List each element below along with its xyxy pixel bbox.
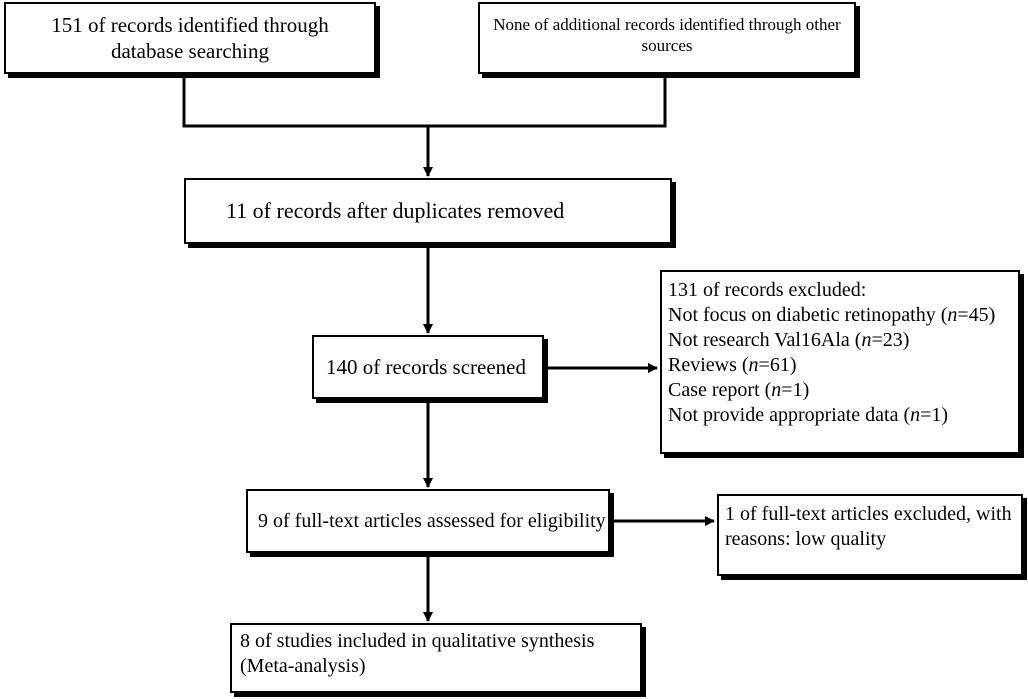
exclusion-reason: Not focus on diabetic retinopathy (n=45) [668,304,996,326]
records-after-duplicates-box: 11 of records after duplicates removed [184,178,672,244]
records-identified-additional-text: None of additional records identified th… [493,15,841,56]
exclusion-reason: Not provide appropriate data (n=1) [668,404,949,426]
records-identified-database-text: 151 of records identified through databa… [51,13,329,64]
fulltext-assessed-text: 9 of full-text articles assessed for eli… [258,509,606,532]
fulltext-excluded-box: 1 of full-text articles excluded, with r… [717,494,1023,576]
fulltext-excluded-line: 1 of full-text articles excluded, with [725,503,1012,525]
records-screened-box: 140 of records screened [312,335,544,399]
studies-included-subtext: (Meta-analysis) [240,655,366,677]
records-after-duplicates-text: 11 of records after duplicates removed [226,198,565,224]
records-identified-database-box: 151 of records identified through databa… [4,2,376,74]
fulltext-excluded-reason: reasons: low quality [725,528,887,550]
records-identified-additional-box: None of additional records identified th… [478,2,856,74]
records-screened-text: 140 of records screened [326,354,526,379]
fulltext-assessed-box: 9 of full-text articles assessed for eli… [246,489,610,553]
studies-included-box: 8 of studies included in qualitative syn… [230,623,642,693]
exclusion-reason: Reviews (n=61) [668,354,797,376]
records-excluded-title: 131 of records excluded: [668,279,867,301]
exclusion-reason: Not research Val16Ala (n=23) [668,329,910,351]
merge-connector [182,76,667,128]
exclusion-reason: Case report (n=1) [668,379,810,401]
studies-included-text: 8 of studies included in qualitative syn… [240,630,595,652]
records-excluded-box: 131 of records excluded: Not focus on di… [660,270,1020,454]
